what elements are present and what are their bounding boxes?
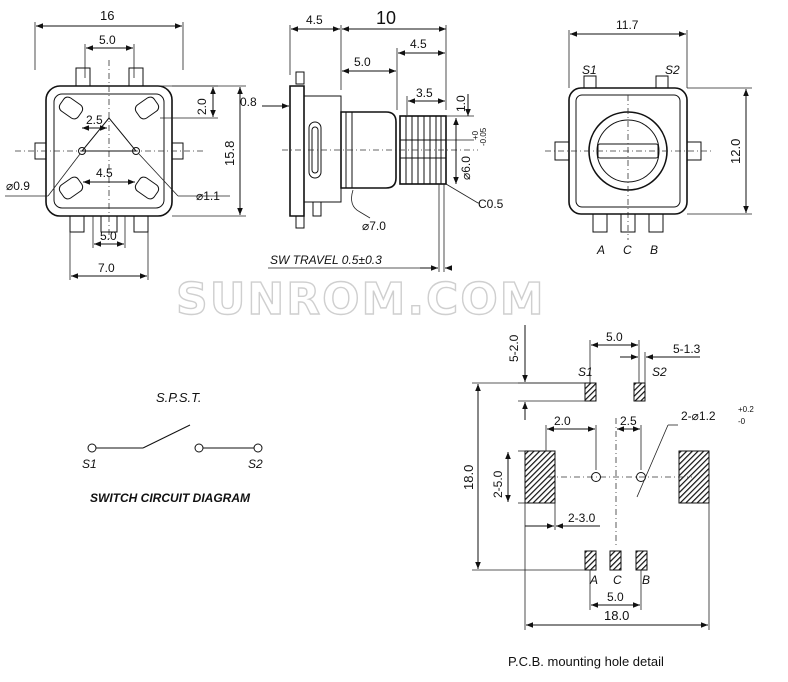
side-shaft-length-label: 4.5 [410, 37, 427, 51]
front-hole-large-label: ⌀1.1 [196, 189, 220, 203]
pcb-width-label: 18.0 [604, 608, 629, 623]
side-knurl-label: 3.5 [416, 86, 433, 100]
side-view: 4.5 10 5.0 4.5 3.5 0.8 [240, 8, 504, 272]
front-bottom-span-label: 7.0 [98, 261, 115, 275]
pcb-top-pitch-label: 5.0 [606, 330, 623, 344]
pcb-pin-b: B [642, 573, 650, 587]
pcb-pad-width-label: 5-1.3 [673, 342, 701, 356]
pcb-pad-size-label: 5-2.0 [507, 334, 521, 362]
side-travel-label: SW TRAVEL 0.5±0.3 [270, 253, 382, 267]
front-height-label: 15.8 [222, 141, 237, 166]
pcb-caption: P.C.B. mounting hole detail [508, 654, 664, 669]
side-shaft-tol-dn: -0.05 [479, 127, 488, 146]
rear-pin-s2: S2 [665, 63, 680, 77]
circuit-s2: S2 [248, 457, 263, 471]
side-body-diameter-label: ⌀7.0 [362, 219, 386, 233]
pcb-hole-offset-label: 2.5 [620, 414, 637, 428]
front-half-pitch-label: 2.5 [86, 113, 103, 127]
switch-circuit: S.P.S.T. S1 S2 SWITCH CIRCUIT DIAGRAM [82, 390, 263, 505]
side-shaft-diameter-label: ⌀6.0 [459, 156, 473, 180]
pcb-detail: 5-2.0 5.0 5-1.3 S1 S2 18.0 2-5.0 [461, 325, 754, 669]
circuit-caption: SWITCH CIRCUIT DIAGRAM [90, 491, 251, 505]
front-hole-small-label: ⌀0.9 [6, 179, 30, 193]
front-top-pitch-label: 5.0 [99, 33, 116, 47]
side-total-label: 10 [376, 8, 396, 28]
front-width-label: 16 [100, 8, 114, 23]
pcb-height-label: 18.0 [461, 465, 476, 490]
rear-width-label: 11.7 [616, 18, 639, 32]
side-body-label: 5.0 [354, 55, 371, 69]
side-chamfer-label: C0.5 [478, 197, 504, 211]
pcb-hole-label: 2-⌀1.2 [681, 409, 716, 423]
rear-height-label: 12.0 [728, 139, 743, 164]
front-view: 16 5.0 2.5 4.5 ⌀0.9 [5, 8, 246, 280]
pcb-pin-s1: S1 [578, 365, 593, 379]
front-offset-label: 2.0 [195, 98, 209, 115]
pcb-side-pad-label: 2-5.0 [491, 470, 505, 498]
pcb-pad-offset-label: 2.0 [554, 414, 571, 428]
front-bottom-pitch-label: 5.0 [100, 229, 117, 243]
side-flat-label: 1.0 [454, 95, 468, 112]
pcb-hole-tol-dn: -0 [738, 417, 746, 426]
pcb-pin-c: C [613, 573, 622, 587]
circuit-s1: S1 [82, 457, 97, 471]
pcb-pad-gap-label: 2-3.0 [568, 511, 596, 525]
side-flange-label: 4.5 [306, 13, 323, 27]
pcb-bottom-pitch-label: 5.0 [607, 590, 624, 604]
watermark: SUNROM.COM [176, 274, 546, 325]
circuit-title: S.P.S.T. [156, 390, 202, 405]
side-gap-label: 0.8 [240, 95, 257, 109]
pcb-hole-tol-up: +0.2 [738, 405, 754, 414]
side-shaft-tol-up: +0 [471, 130, 480, 140]
rear-pin-b: B [650, 243, 658, 257]
rear-pin-s1: S1 [582, 63, 597, 77]
pcb-pin-s2: S2 [652, 365, 667, 379]
rear-pin-a: A [596, 243, 605, 257]
front-hole-pitch-label: 4.5 [96, 166, 113, 180]
rear-view: 11.7 S1 S2 12.0 A C B [545, 18, 752, 257]
pcb-pin-a: A [589, 573, 598, 587]
rear-pin-c: C [623, 243, 632, 257]
